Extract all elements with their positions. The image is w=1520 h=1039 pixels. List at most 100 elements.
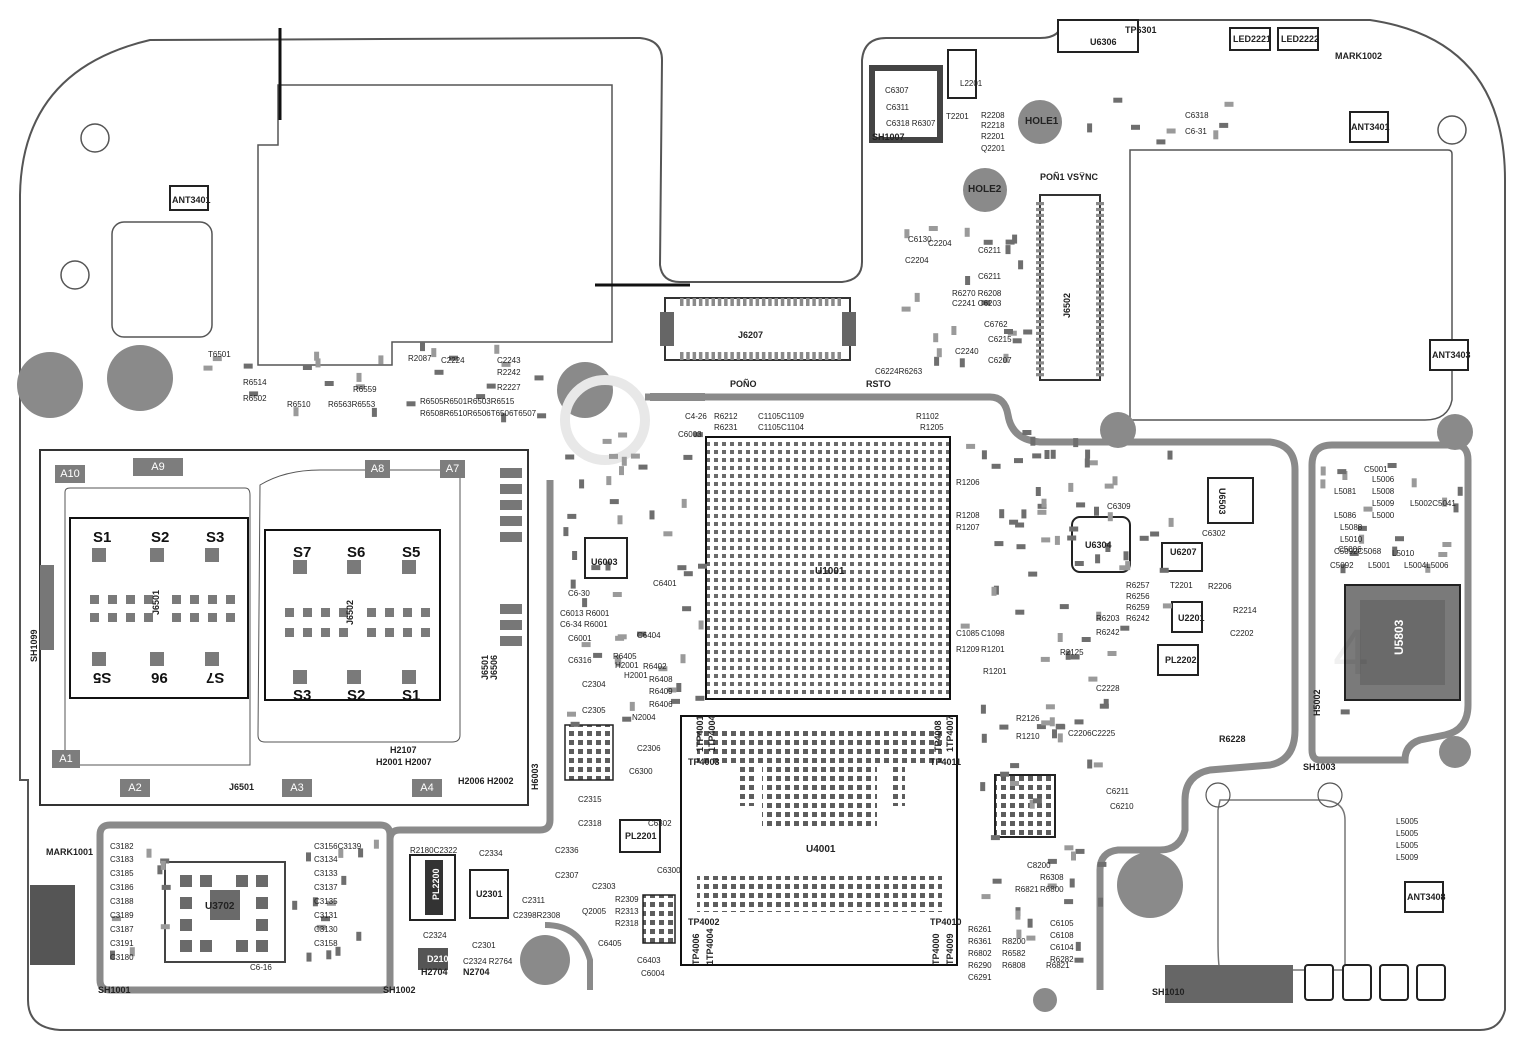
ant3401-b-label: ANT3401 <box>1351 122 1390 132</box>
component-ref: C6300 <box>629 767 653 776</box>
smd-pad <box>1015 910 1021 920</box>
connector-pin <box>1036 355 1044 359</box>
smd-pad <box>537 413 547 419</box>
component-ref: Q2005 <box>582 907 607 916</box>
component-ref: C2202 <box>1230 629 1254 638</box>
sim-corner-a8: A8 <box>365 460 390 478</box>
j6502-inner-label: J6502 <box>345 599 355 625</box>
smd-pad <box>1064 845 1074 851</box>
component-ref: H2001 <box>624 671 648 680</box>
u2301-label: U2301 <box>476 889 503 899</box>
usb-pad <box>30 885 75 965</box>
sh1003-label: SH1003 <box>1303 762 1336 772</box>
smd-pad <box>698 563 707 569</box>
connector-pin <box>1036 243 1044 247</box>
smd-pad <box>951 326 957 335</box>
sh1007-label: SH1007 <box>872 132 905 142</box>
component-ref: R2126 <box>1016 714 1040 723</box>
smd-pad <box>431 348 437 358</box>
h2001-label: H2001 H2007 <box>376 757 432 767</box>
smd-pad <box>157 865 163 875</box>
smd-pad <box>534 375 544 381</box>
smd-pad <box>1213 130 1219 140</box>
smd-pad <box>1064 899 1074 905</box>
component-ref: R2125 <box>1060 648 1084 657</box>
smd-pad <box>1411 478 1417 488</box>
component-ref: C1098 <box>981 629 1005 638</box>
smd-pad <box>614 655 620 665</box>
connector-pin <box>1036 237 1044 241</box>
smd-pad <box>373 839 379 849</box>
component-ref: L5088 <box>1340 523 1363 532</box>
connector-pin <box>761 298 766 306</box>
component-ref: C6401 <box>653 579 677 588</box>
connector-pin <box>818 352 823 360</box>
component-ref: C6211 <box>1106 787 1129 796</box>
smd-pad <box>1059 604 1069 610</box>
component-ref: C5006 <box>1338 545 1362 554</box>
u3702-label: U3702 <box>205 901 235 912</box>
connector-pin <box>711 352 715 360</box>
connector-pin <box>1096 302 1104 306</box>
connector-pin <box>1036 331 1044 335</box>
smd-pad <box>994 541 1004 547</box>
connector-pin <box>755 352 760 360</box>
component-ref: C3131 <box>314 911 338 920</box>
sh1002-label: SH1002 <box>383 985 416 995</box>
component-ref: C2398R2308 <box>513 911 561 920</box>
smd-pad <box>312 897 318 907</box>
connector-pin <box>1096 249 1104 253</box>
smd-pad <box>999 724 1009 730</box>
smd-pad <box>1096 611 1102 621</box>
smd-pad <box>658 666 668 672</box>
component-ref: L5006 <box>1372 475 1395 484</box>
connector-pin <box>812 298 816 306</box>
smd-pad <box>1320 466 1326 476</box>
smd-pad <box>1014 458 1023 464</box>
component-ref: R6242 <box>1096 628 1120 637</box>
connector-pin <box>1096 308 1104 312</box>
component-ref: R2242 <box>497 368 521 377</box>
smd-pad <box>1162 603 1172 609</box>
j6502-label: J6502 <box>1062 292 1072 318</box>
component-ref: C5001 <box>1364 465 1388 474</box>
bga-small-right <box>994 774 1056 838</box>
smd-pad <box>292 900 298 910</box>
component-ref: R6508R6510R6506T6506T6507 <box>420 409 537 418</box>
smd-pad <box>676 683 682 692</box>
smd-pad <box>1103 698 1109 708</box>
pono-label: POÑO <box>730 379 757 389</box>
component-ref: R6402 <box>643 662 667 671</box>
shield-frame-rf <box>1308 441 1472 764</box>
u1001-soc <box>705 436 951 700</box>
component-ref: R6405 <box>613 652 637 661</box>
component-ref: C2324 <box>423 931 447 940</box>
mark1001-label: MARK1001 <box>46 847 94 857</box>
connector-pin <box>1096 361 1104 365</box>
component-ref: R6212 <box>714 412 738 421</box>
smd-pad <box>1120 625 1130 631</box>
smd-pad <box>1340 709 1350 715</box>
smd-pad <box>1054 535 1060 545</box>
smd-pad <box>1168 517 1174 527</box>
sh1010-pad <box>1165 965 1293 1003</box>
smd-pad <box>243 363 253 369</box>
connector-pin <box>1096 278 1104 282</box>
component-ref: Q2201 <box>981 144 1006 153</box>
h5002-label: H5002 <box>1312 689 1322 716</box>
smd-pad <box>663 531 673 537</box>
connector-pin <box>1036 349 1044 353</box>
connector-pin <box>806 298 810 306</box>
component-ref: R6261 <box>968 925 992 934</box>
component-ref: C6211 <box>978 246 1001 255</box>
connector-pin <box>698 298 703 306</box>
smd-pad <box>1032 798 1042 804</box>
smd-pad <box>1342 471 1348 480</box>
smd-pad <box>1349 551 1359 556</box>
smd-pad <box>683 571 693 577</box>
component-ref: C1105C1104 <box>758 423 804 432</box>
smd-pad <box>693 432 703 438</box>
connector-pin <box>806 352 810 360</box>
connector-pin <box>793 352 797 360</box>
connector-pin <box>1036 361 1044 365</box>
